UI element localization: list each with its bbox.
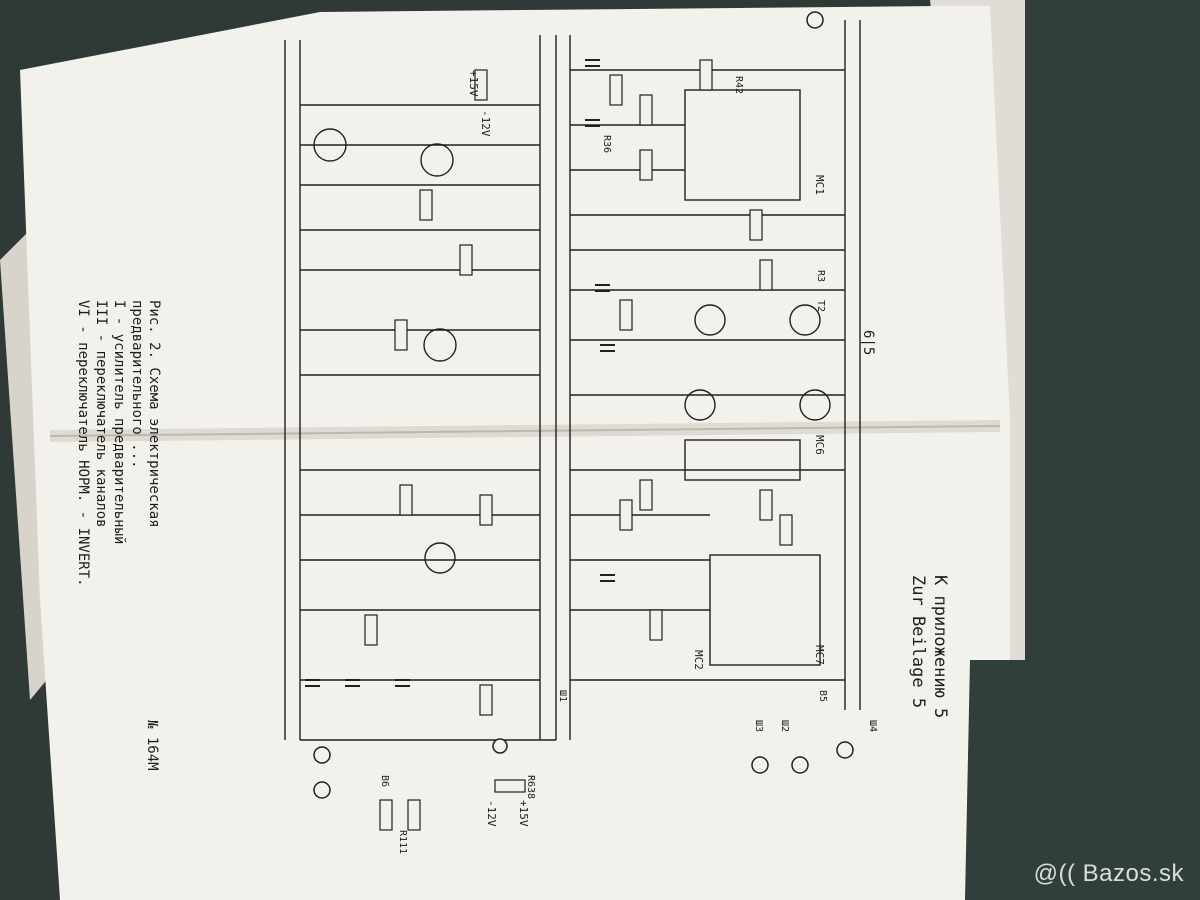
r111-label: R111 — [397, 830, 408, 855]
mc6-label: МС6 — [813, 435, 826, 455]
sh3-label: Ш3 — [753, 720, 764, 733]
supply-label-3: +15V — [517, 800, 530, 827]
sh2-label: Ш2 — [779, 720, 790, 733]
r36-label: R36 — [601, 135, 612, 154]
sh4-label: Ш4 — [867, 720, 878, 733]
r3-label: R3 — [815, 270, 826, 283]
b6-label: В6 — [379, 775, 390, 788]
appendix-label-de: Zur Beilage 5 — [908, 575, 928, 709]
page-number-label: № 164М — [144, 720, 160, 771]
fold-label: 6|5 — [860, 330, 876, 356]
mc2-label: МС2 — [692, 650, 705, 670]
supply-label-2: -12V — [479, 110, 492, 137]
caption-line-1: Рис. 2. Схема электрическая — [146, 300, 162, 528]
t2-label: T2 — [815, 300, 826, 313]
mc7-label: МС7 — [813, 645, 826, 665]
caption-line-2: предварительного ... — [129, 300, 145, 469]
supply-label-1: +15V — [467, 70, 480, 97]
supply-label-4: -12V — [485, 800, 498, 827]
caption-item-6: VI - переключатель НОРМ. - INVERT. — [75, 300, 91, 587]
appendix-label-ru: К приложению 5 — [930, 575, 950, 719]
caption-item-1: I - усилитель предварительный — [111, 300, 127, 545]
sh1-label: Ш1 — [557, 690, 568, 703]
b5-label: В5 — [817, 690, 828, 703]
r638-label: R638 — [525, 775, 536, 800]
r42-label: R42 — [733, 76, 744, 95]
mc1-label: МС1 — [813, 175, 826, 195]
caption-item-3: III - переключатель каналов — [93, 300, 109, 528]
site-watermark: @(( Bazos.sk — [1033, 860, 1184, 887]
